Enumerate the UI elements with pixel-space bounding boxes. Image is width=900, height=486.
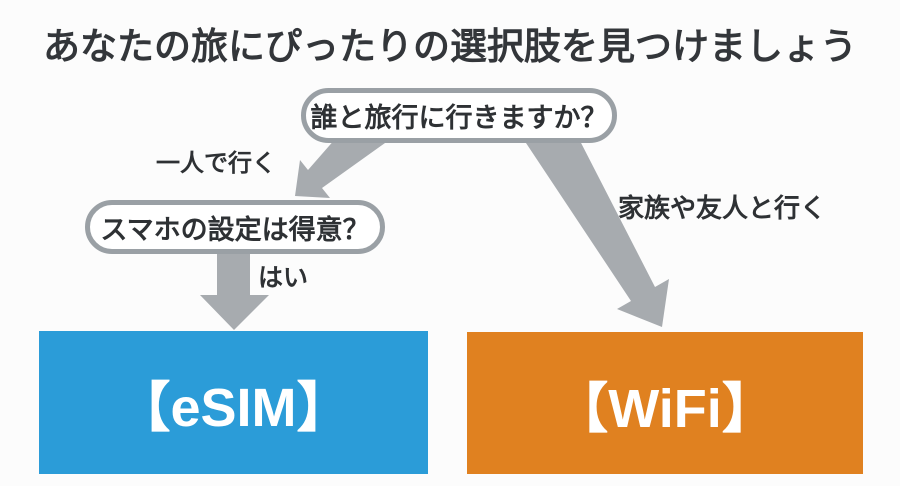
arrow-root-to-wifi [522, 137, 669, 327]
result-esim-label: 【eSIM】 [116, 378, 351, 438]
question-bubble-travel-companion: 誰と旅行に行きますか？ [301, 88, 617, 143]
arrow-question2-to-esim [200, 248, 269, 330]
branch-label-family-friends: 家族や友人と行く [618, 193, 827, 223]
result-wifi-label: 【WiFi】 [554, 378, 776, 439]
arrow-root-to-question2 [295, 138, 392, 198]
result-esim-box[interactable]: 【eSIM】 [39, 331, 428, 474]
question-bubble-travel-companion-label: 誰と旅行に行きますか？ [310, 103, 608, 133]
result-wifi-box[interactable]: 【WiFi】 [467, 332, 863, 474]
branch-label-yes: はい [258, 264, 309, 292]
page-title: あなたの旅にぴったりの選択肢を見つけましょう [43, 26, 857, 67]
branch-label-alone: 一人で行く [156, 150, 276, 177]
question-bubble-smartphone-setup-label: スマホの設定は得意？ [100, 214, 370, 245]
question-bubble-smartphone-setup: スマホの設定は得意？ [85, 200, 385, 254]
